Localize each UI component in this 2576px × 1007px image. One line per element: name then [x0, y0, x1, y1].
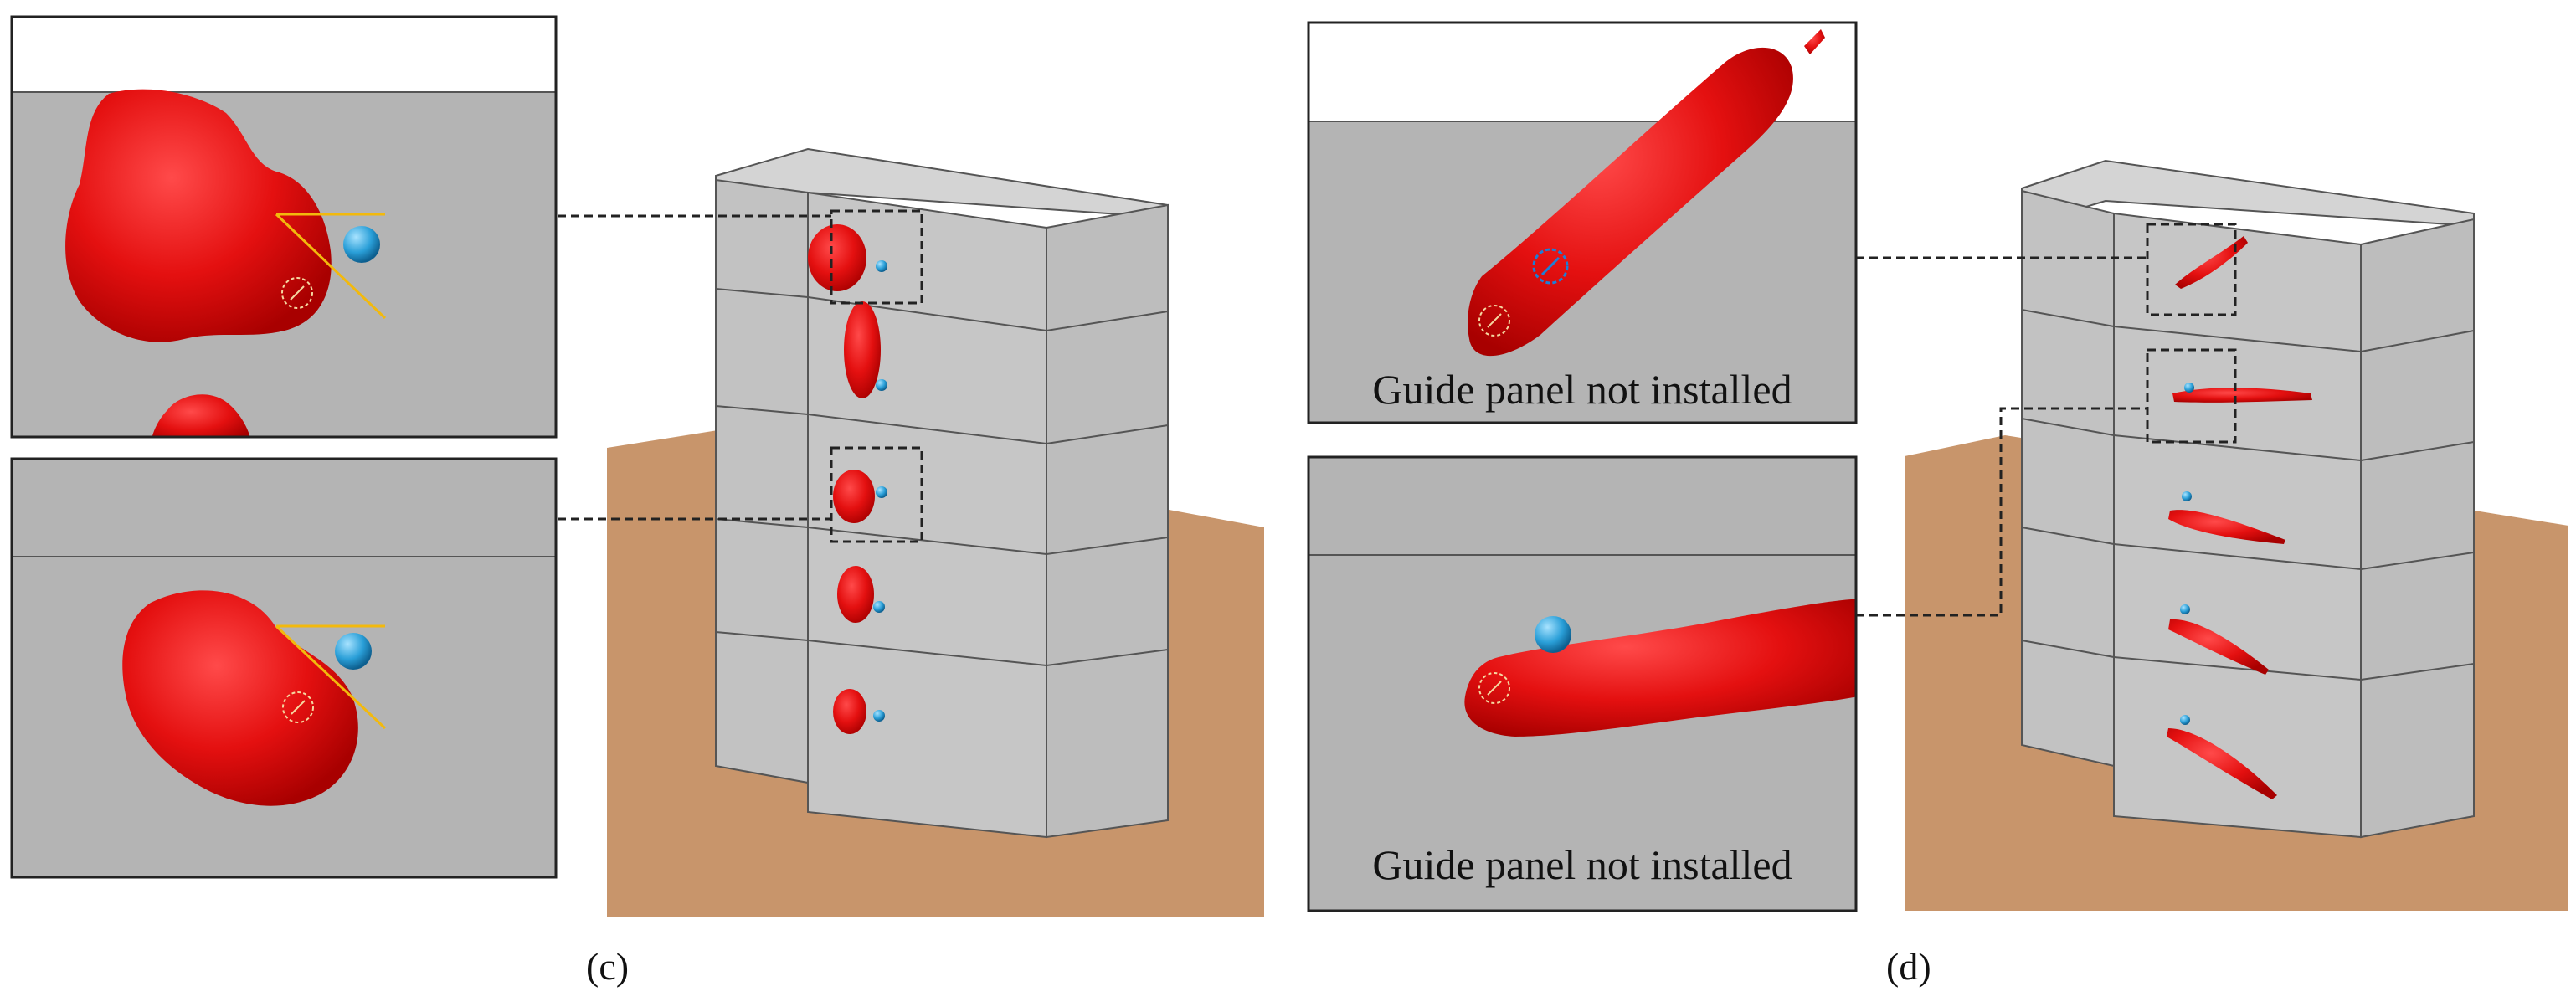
smoke-plume [2175, 236, 2248, 289]
sensor-icon [343, 226, 380, 263]
nozzle-icon [1478, 305, 1510, 337]
building-scene-c [607, 147, 1264, 917]
nozzle-icon [281, 277, 313, 309]
smoke-plume [1464, 599, 1856, 737]
smoke-plume [2172, 388, 2312, 403]
smoke-plume [833, 689, 866, 734]
inset-d-bottom: Guide panel not installed [1307, 455, 1858, 912]
inset-c-bottom [10, 457, 558, 879]
building-scene-d [1905, 159, 2568, 911]
sensor-icon [1532, 248, 1569, 285]
smoke-plume [833, 470, 875, 523]
sensor-icon [1535, 616, 1571, 653]
nozzle-icon [1478, 672, 1510, 704]
smoke-plume [837, 566, 874, 623]
panel-c [10, 15, 1264, 917]
smoke-plume [1468, 47, 1793, 357]
smoke-plume [844, 301, 881, 398]
smoke-plume [65, 89, 332, 342]
smoke-plume [808, 224, 866, 291]
caption-top: Guide panel not installed [1372, 366, 1792, 413]
panel-d: Guide panel not installed Guide panel no… [1307, 21, 2568, 912]
smoke-plume [2167, 728, 2277, 799]
inset-c-top [10, 15, 558, 439]
smoke-plume [122, 590, 358, 806]
inset-d-top: Guide panel not installed [1307, 21, 1858, 424]
smoke-plume [2168, 619, 2269, 675]
smoke-plume [2168, 510, 2285, 544]
caption-bottom: Guide panel not installed [1372, 841, 1792, 888]
panel-label-d: (d) [1886, 945, 1931, 988]
nozzle-icon [282, 691, 314, 723]
sensor-icon [335, 633, 372, 670]
panel-label-c: (c) [586, 945, 630, 988]
